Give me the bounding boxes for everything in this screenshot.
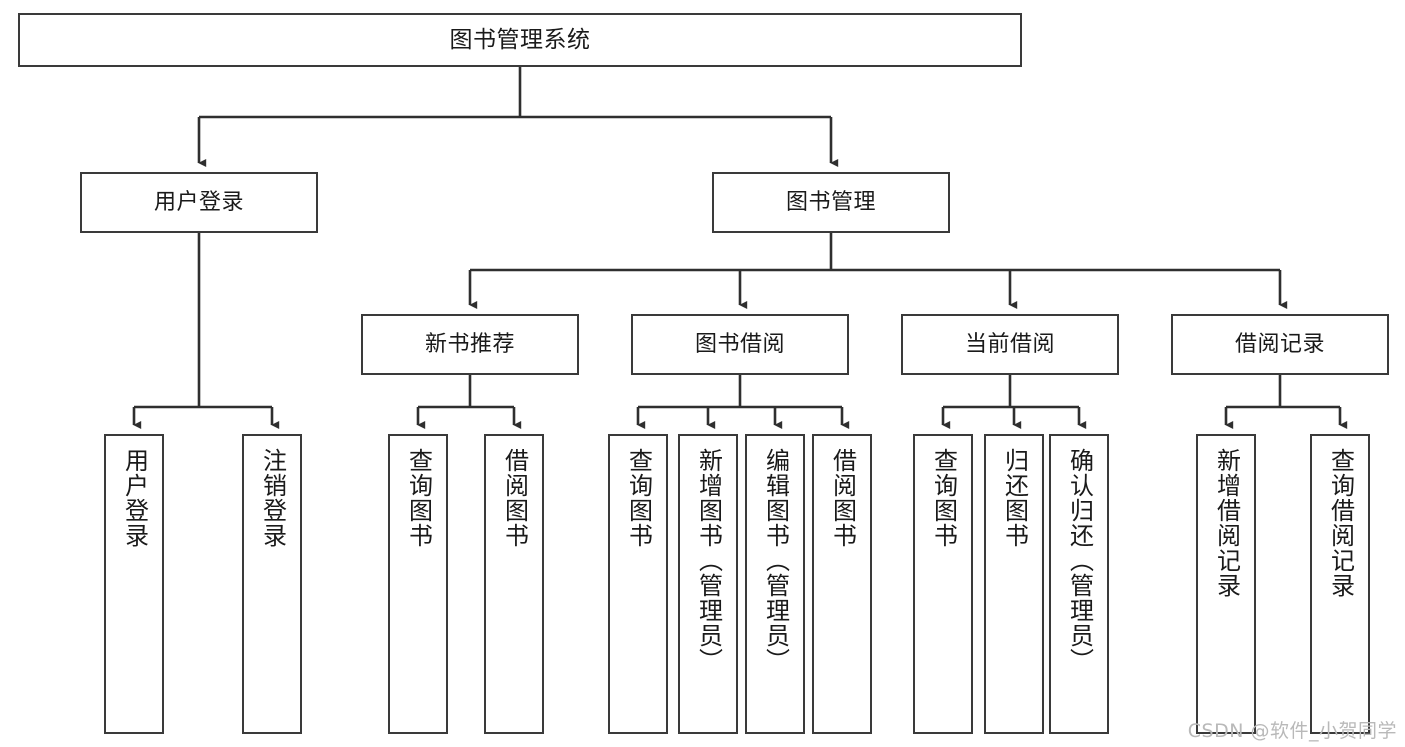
node-leaf-confirm-return[interactable]: 确认归还（管理员） xyxy=(1049,434,1109,734)
csdn-watermark: CSDN @软件_小贺同学 xyxy=(1187,720,1397,742)
node-leaf-borrow-book-1[interactable]: 借阅图书 xyxy=(484,434,544,734)
node-leaf-borrow-book-2[interactable]: 借阅图书 xyxy=(812,434,872,734)
node-label: 图书管理 xyxy=(785,189,876,215)
node-root[interactable]: 图书管理系统 xyxy=(18,13,1022,67)
node-leaf-query-record[interactable]: 查询借阅记录 xyxy=(1310,434,1370,734)
node-label: 编辑图书（管理员） xyxy=(761,448,790,673)
node-book-manage[interactable]: 图书管理 xyxy=(712,172,950,233)
node-new-book-rec[interactable]: 新书推荐 xyxy=(361,314,579,375)
node-leaf-add-record[interactable]: 新增借阅记录 xyxy=(1196,434,1256,734)
node-label: 新书推荐 xyxy=(424,331,515,357)
node-leaf-return-book[interactable]: 归还图书 xyxy=(984,434,1044,734)
node-book-borrow[interactable]: 图书借阅 xyxy=(631,314,849,375)
node-borrow-record[interactable]: 借阅记录 xyxy=(1171,314,1389,375)
node-label: 图书管理系统 xyxy=(449,26,591,53)
node-label: 查询图书 xyxy=(929,448,958,548)
node-leaf-add-book[interactable]: 新增图书（管理员） xyxy=(678,434,738,734)
node-label: 当前借阅 xyxy=(964,331,1055,357)
node-label: 归还图书 xyxy=(1000,448,1029,548)
node-label: 图书借阅 xyxy=(694,331,785,357)
node-label: 用户登录 xyxy=(120,448,149,548)
node-label: 借阅图书 xyxy=(828,448,857,548)
node-label: 新增图书（管理员） xyxy=(694,448,723,673)
node-leaf-edit-book[interactable]: 编辑图书（管理员） xyxy=(745,434,805,734)
node-label: 查询图书 xyxy=(404,448,433,548)
node-label: 借阅记录 xyxy=(1234,331,1325,357)
node-leaf-query-book-3[interactable]: 查询图书 xyxy=(913,434,973,734)
node-current-borrow[interactable]: 当前借阅 xyxy=(901,314,1119,375)
node-user-login[interactable]: 用户登录 xyxy=(80,172,318,233)
node-label: 新增借阅记录 xyxy=(1212,448,1241,598)
node-leaf-query-book-1[interactable]: 查询图书 xyxy=(388,434,448,734)
node-leaf-query-book-2[interactable]: 查询图书 xyxy=(608,434,668,734)
node-label: 用户登录 xyxy=(153,189,244,215)
node-leaf-user-logout[interactable]: 注销登录 xyxy=(242,434,302,734)
node-label: 确认归还（管理员） xyxy=(1065,448,1094,673)
node-label: 查询图书 xyxy=(624,448,653,548)
node-leaf-user-login[interactable]: 用户登录 xyxy=(104,434,164,734)
node-label: 借阅图书 xyxy=(500,448,529,548)
node-label: 注销登录 xyxy=(258,448,287,548)
node-label: 查询借阅记录 xyxy=(1326,448,1355,598)
